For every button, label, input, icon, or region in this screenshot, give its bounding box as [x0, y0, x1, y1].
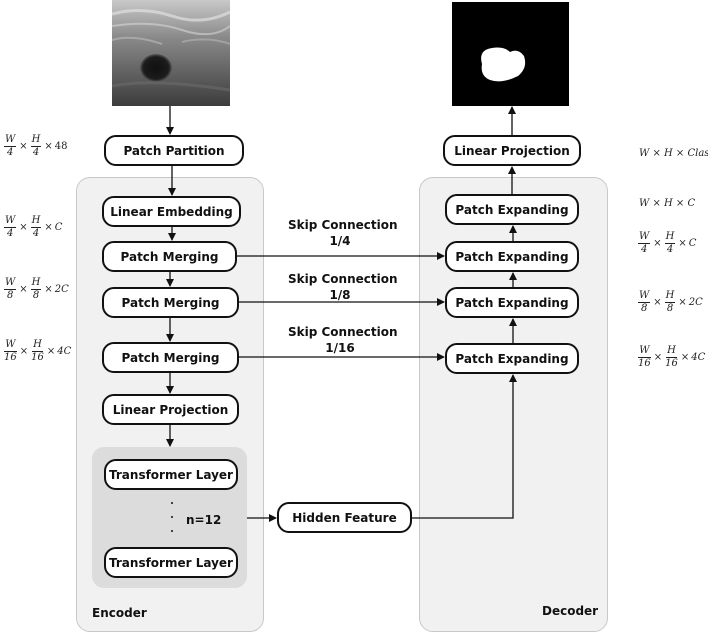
dim-label-expanding-1: W × H × C: [639, 198, 696, 209]
patch-expanding-node-3: Patch Expanding: [445, 287, 579, 318]
skip-connection-label-3: Skip Connection: [288, 325, 398, 339]
transformer-layer-top-node: Transformer Layer: [104, 459, 238, 490]
skip-connection-label-1: Skip Connection: [288, 218, 398, 232]
output-segmentation-mask: [452, 2, 569, 106]
skip-connection-ratio-3: 1/16: [325, 341, 355, 355]
patch-partition-node: Patch Partition: [104, 135, 244, 166]
patch-expanding-node-2: Patch Expanding: [445, 241, 579, 272]
patch-merging-node-3: Patch Merging: [102, 342, 239, 373]
patch-expanding-node-4: Patch Expanding: [445, 343, 579, 374]
decoder-linear-projection-node: Linear Projection: [443, 135, 581, 166]
dim-label-output: W × H × Class: [639, 148, 708, 159]
skip-connection-ratio-2: 1/8: [329, 288, 351, 302]
layer-count-label: n=12: [186, 513, 222, 527]
transformer-layer-bottom-node: Transformer Layer: [104, 547, 238, 578]
linear-embedding-node: Linear Embedding: [102, 196, 241, 227]
ellipsis-dot: [171, 502, 173, 504]
patch-merging-node-1: Patch Merging: [102, 241, 237, 272]
arrow-hidden-to-decoder: [412, 374, 517, 519]
patch-expanding-node-1: Patch Expanding: [445, 194, 579, 225]
input-ultrasound-image: [112, 0, 230, 106]
ellipsis-dot: [171, 516, 173, 518]
encoder-title: Encoder: [92, 606, 147, 620]
hidden-feature-node: Hidden Feature: [277, 502, 412, 533]
encoder-linear-projection-node: Linear Projection: [102, 394, 239, 425]
skip-connection-ratio-1: 1/4: [329, 234, 351, 248]
ellipsis-dot: [171, 530, 173, 532]
patch-merging-node-2: Patch Merging: [102, 287, 239, 318]
decoder-title: Decoder: [542, 604, 599, 618]
skip-connection-label-2: Skip Connection: [288, 272, 398, 286]
